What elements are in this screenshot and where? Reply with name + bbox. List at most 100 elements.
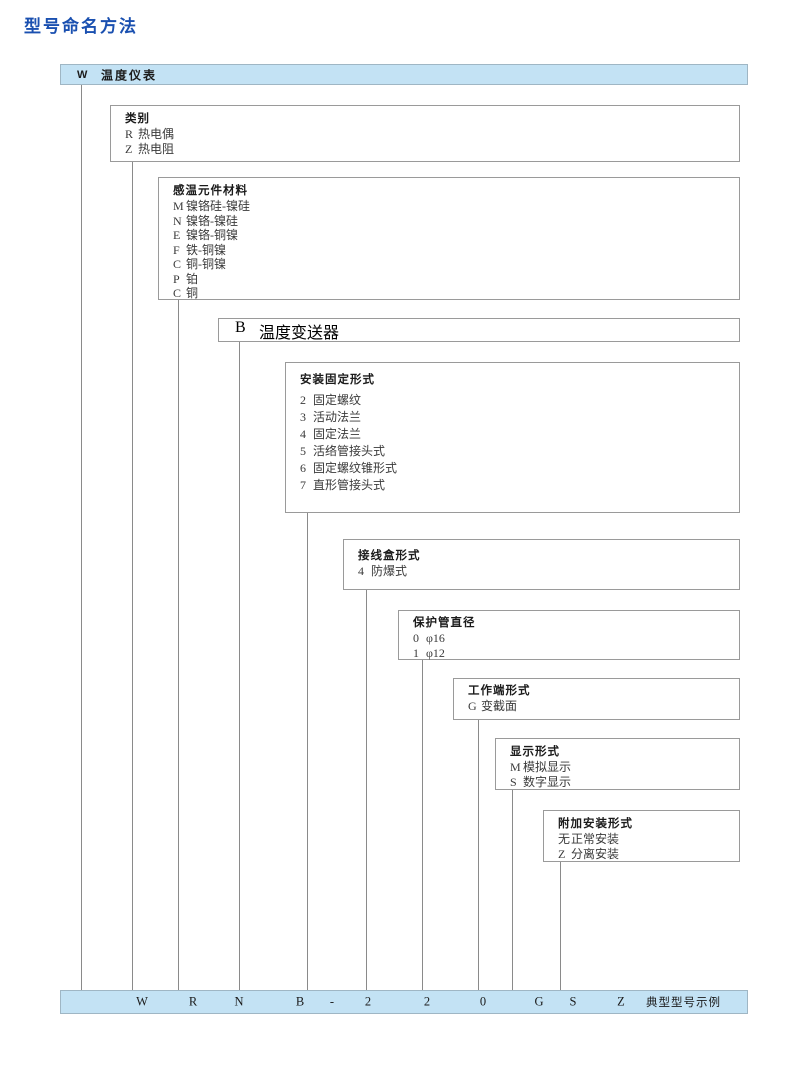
row-text: 模拟显示 [523, 760, 572, 774]
row-text: 镍铬硅-镍硅 [186, 199, 250, 213]
row-text: 变截面 [481, 699, 518, 713]
section-row: C 铜-铜镍 [159, 257, 739, 272]
row-text: 固定法兰 [313, 427, 362, 441]
section-title: 保护管直径 [413, 617, 476, 629]
example-note: 典型型号示例 [646, 997, 721, 1009]
row-text: φ12 [426, 645, 445, 660]
row-code: F [173, 242, 180, 257]
section-title: 工作端形式 [468, 685, 531, 697]
example-code-cell: 2 [364, 994, 372, 1009]
section-row: 5 活络管接头式 [286, 443, 739, 460]
row-text: 固定螺纹 [313, 393, 362, 407]
connector-line-b [239, 342, 240, 990]
section-row: 无正常安装 [544, 832, 739, 847]
row-code: C [173, 257, 182, 271]
connector-line-2a [366, 590, 367, 990]
section-title: 显示形式 [510, 746, 560, 758]
section-title: 安装固定形式 [300, 374, 375, 386]
section-row: 1 φ12 [399, 646, 739, 661]
row-code: E [173, 228, 181, 242]
section-box-transmitter: B 温度变送器 [218, 318, 740, 342]
header-label: 温度仪表 [101, 68, 158, 82]
row-code: 6 [300, 461, 306, 475]
section-title: 感温元件材料 [173, 185, 248, 197]
example-code-cell: Z [617, 994, 625, 1009]
row-code: N [173, 213, 182, 228]
connector-line-s [560, 862, 561, 990]
row-code: G [468, 699, 477, 713]
row-code: Z [558, 846, 566, 861]
example-code-cell: 2 [423, 994, 431, 1009]
section-row: 2 固定螺纹 [286, 392, 739, 409]
section-row: 4 防爆式 [344, 564, 739, 579]
row-text: 镍铬-铜镍 [186, 228, 238, 242]
row-code: 5 [300, 444, 306, 458]
row-code: 4 [300, 427, 306, 441]
row-text: 防爆式 [371, 564, 408, 578]
row-code: 0 [413, 631, 419, 645]
example-code-cell: W [136, 994, 148, 1009]
header-code: W [77, 68, 88, 81]
row-code: Z [125, 141, 133, 156]
connector-line-r [132, 162, 133, 990]
section-row: 4 固定法兰 [286, 426, 739, 443]
connector-line-0 [478, 720, 479, 990]
row-text: 分离安装 [571, 846, 620, 861]
row-text: 固定螺纹锥形式 [313, 461, 398, 475]
section-row: S 数字显示 [496, 775, 739, 790]
example-code-cell: G [534, 994, 544, 1009]
example-code-cell: B [295, 994, 305, 1009]
row-code: C [173, 286, 182, 300]
connector-line-w [81, 84, 82, 990]
row-text: 铜 [186, 286, 199, 300]
transmitter-code: B [235, 319, 246, 336]
section-row: E 镍铬-铜镍 [159, 228, 739, 243]
section-title: 类别 [125, 113, 150, 125]
row-code: 3 [300, 410, 306, 424]
connector-line-2b [422, 660, 423, 990]
section-row: N 镍铬-镍硅 [159, 214, 739, 229]
row-text: φ16 [426, 631, 445, 645]
row-code: 1 [413, 645, 419, 660]
example-code-cell: - [329, 994, 335, 1009]
row-code: P [173, 271, 180, 286]
connector-line-g [512, 790, 513, 990]
row-text: 直形管接头式 [313, 478, 386, 492]
row-code: 无 [558, 832, 571, 846]
section-row: 6 固定螺纹锥形式 [286, 460, 739, 477]
row-text: 镍铬-镍硅 [186, 213, 238, 228]
row-text: 数字显示 [523, 774, 572, 789]
row-code: 2 [300, 393, 306, 407]
row-code: 4 [358, 564, 364, 578]
section-title: 附加安装形式 [558, 818, 633, 830]
example-code-cell: R [188, 994, 198, 1009]
row-text: 铁-铜镍 [186, 242, 226, 257]
example-code-cell: S [569, 994, 577, 1009]
row-text: 活络管接头式 [313, 444, 386, 458]
example-code-cell: 0 [479, 994, 487, 1009]
section-box-working-end-form: 工作端形式 G 变截面 [453, 678, 740, 720]
page-title: 型号命名方法 [24, 17, 138, 36]
section-row: G 变截面 [454, 699, 739, 714]
row-text: 正常安装 [571, 832, 620, 846]
section-box-additional-mounting-form: 附加安装形式 无正常安装 Z 分离安装 [543, 810, 740, 862]
section-row: Z 分离安装 [544, 847, 739, 862]
row-text: 热电偶 [138, 127, 175, 141]
row-text: 铜-铜镍 [186, 257, 226, 271]
example-model-bar: W R N B - 2 2 0 G S Z 典型型号示例 [60, 990, 748, 1014]
row-code: S [510, 774, 517, 789]
